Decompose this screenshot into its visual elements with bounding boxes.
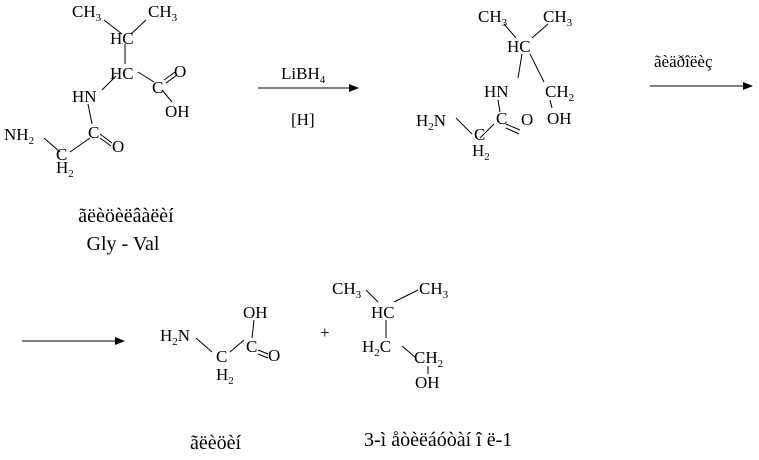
bond (365, 289, 379, 303)
bond (99, 137, 112, 147)
carbonyl-oxygen: O (268, 346, 280, 365)
amino-group: H2N (160, 326, 190, 348)
bond (99, 133, 113, 144)
bond (455, 117, 473, 135)
bond (401, 345, 417, 359)
bond (531, 23, 549, 39)
molecule-reduced-alcohol: CH3 CH3 HC HN CH2 OH C O H2N C H2 (416, 7, 574, 163)
methyl-left: CH3 (478, 7, 508, 29)
bond (130, 19, 147, 35)
bond (161, 89, 173, 103)
alpha-carbon: HC (110, 64, 134, 83)
bond (505, 123, 521, 131)
methine-upper: HC (110, 29, 134, 48)
bond (87, 103, 93, 125)
reaction-arrow-hydrolysis: ãèäðîëèç (650, 52, 753, 90)
bond (195, 337, 213, 353)
methine: HC (371, 303, 395, 322)
bond (529, 53, 545, 83)
methylene-carbon: C (216, 347, 227, 366)
carboxyl-carbon: C (152, 78, 163, 97)
amide-carbon: C (496, 109, 507, 128)
bond (101, 75, 117, 91)
methyl-right: CH3 (148, 2, 178, 24)
methylene-carbon: C (56, 145, 67, 164)
bond (251, 319, 255, 339)
hydrolysis-label: ãèäðîëèç (654, 52, 713, 71)
amino-group: H2N (416, 111, 446, 133)
methylene-inner: H2C (362, 337, 391, 359)
caption-dipeptide-abbrev: Gly - Val (87, 233, 160, 255)
methylene-hydrogens: H2 (56, 158, 74, 180)
reagent-label: LiBH4 (281, 64, 326, 86)
reaction-arrow-reduction: LiBH4 [H] (258, 64, 359, 129)
methylene-hydrogens: H2 (216, 365, 234, 387)
bond (257, 353, 269, 359)
bond (257, 349, 269, 355)
molecule-methylbutanol: CH3 CH3 HC H2C CH2 OH (332, 279, 449, 392)
methyl-right: CH3 (419, 279, 449, 301)
bond (103, 19, 123, 35)
molecule-glycine: OH H2N C O C H2 (160, 303, 280, 387)
hydroxyl: OH (165, 102, 190, 121)
bond (505, 127, 520, 135)
methyl-left: CH3 (332, 279, 362, 301)
bond (137, 71, 155, 83)
caption-dipeptide-name: ãëèöèëâàëèí (78, 205, 174, 227)
amide-carbon: C (88, 123, 99, 142)
bond (503, 23, 517, 39)
bond (517, 53, 523, 79)
caption-methylbutanol: 3-ì åòèëáóòàí î ë-1 (364, 429, 512, 451)
hydroxyl: OH (243, 303, 268, 322)
amide-nh: HN (72, 87, 97, 106)
bond (69, 137, 91, 153)
methylene-terminal: CH2 (414, 348, 443, 370)
molecule-gly-val: CH3 CH3 HC HC C O OH HN C O NH2 C H2 (4, 2, 190, 180)
carboxyl-carbon: C (246, 337, 257, 356)
hydroxyl: OH (415, 373, 440, 392)
carbonyl-oxygen: O (174, 62, 186, 81)
methine-upper: HC (507, 37, 531, 56)
bond (497, 99, 501, 113)
methylene-hydrogens: H2 (472, 141, 490, 163)
bond (479, 123, 495, 139)
hydroxymethyl-carbon: CH2 (545, 82, 574, 104)
amide-oxygen: O (521, 110, 533, 129)
bond (393, 289, 419, 303)
plus-sign: + (320, 323, 330, 342)
bond (549, 99, 553, 109)
bond (163, 71, 176, 81)
hydroxyl: OH (547, 109, 572, 128)
methylene-carbon: C (474, 125, 485, 144)
amide-nh: HN (484, 82, 509, 101)
amino-group: NH2 (4, 125, 34, 147)
bond (43, 137, 61, 153)
bond (165, 74, 178, 84)
amide-oxygen: O (112, 137, 124, 156)
bond (229, 339, 245, 353)
caption-glycine: ãëèöèí (190, 432, 242, 454)
condition-label: [H] (291, 110, 315, 129)
methyl-right: CH3 (543, 7, 573, 29)
methyl-left: CH3 (72, 2, 102, 24)
